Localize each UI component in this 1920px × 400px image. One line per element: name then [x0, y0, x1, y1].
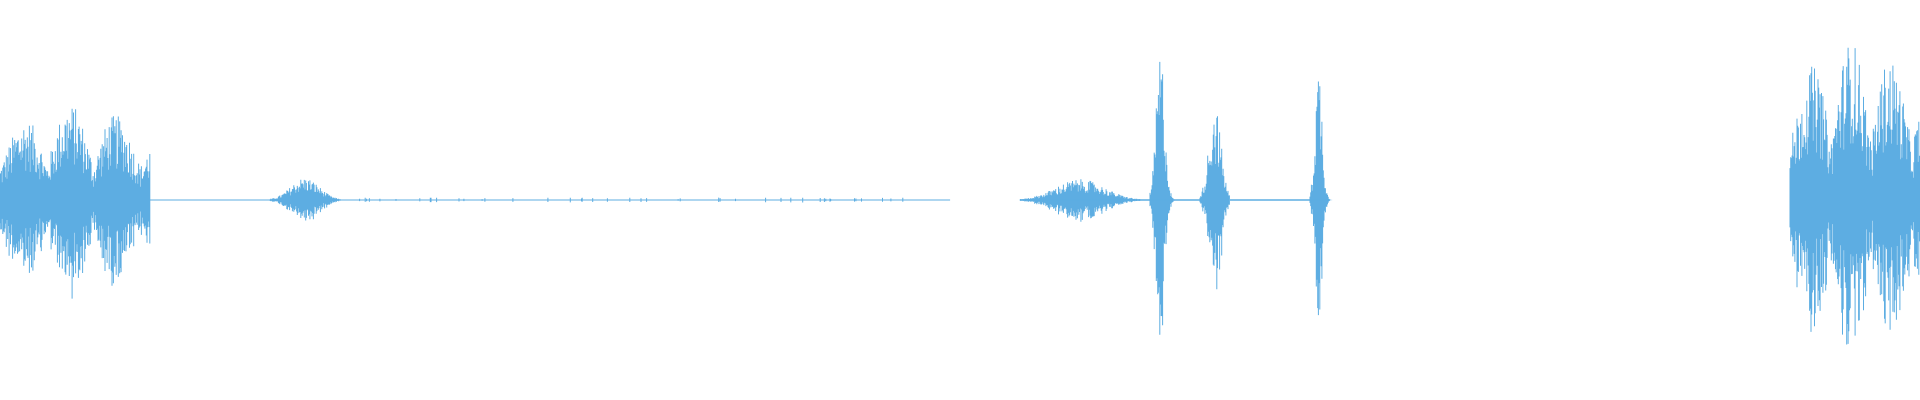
waveform-burst-5 [1199, 116, 1230, 290]
waveform-burst-1 [0, 108, 151, 299]
waveform-burst-4 [1149, 61, 1178, 335]
waveform-burst-7 [1789, 47, 1920, 345]
waveform-burst-6 [1309, 81, 1333, 316]
waveform-trace [0, 47, 1920, 345]
waveform-burst-2 [269, 179, 341, 221]
waveform-sparse-noise [339, 197, 951, 203]
